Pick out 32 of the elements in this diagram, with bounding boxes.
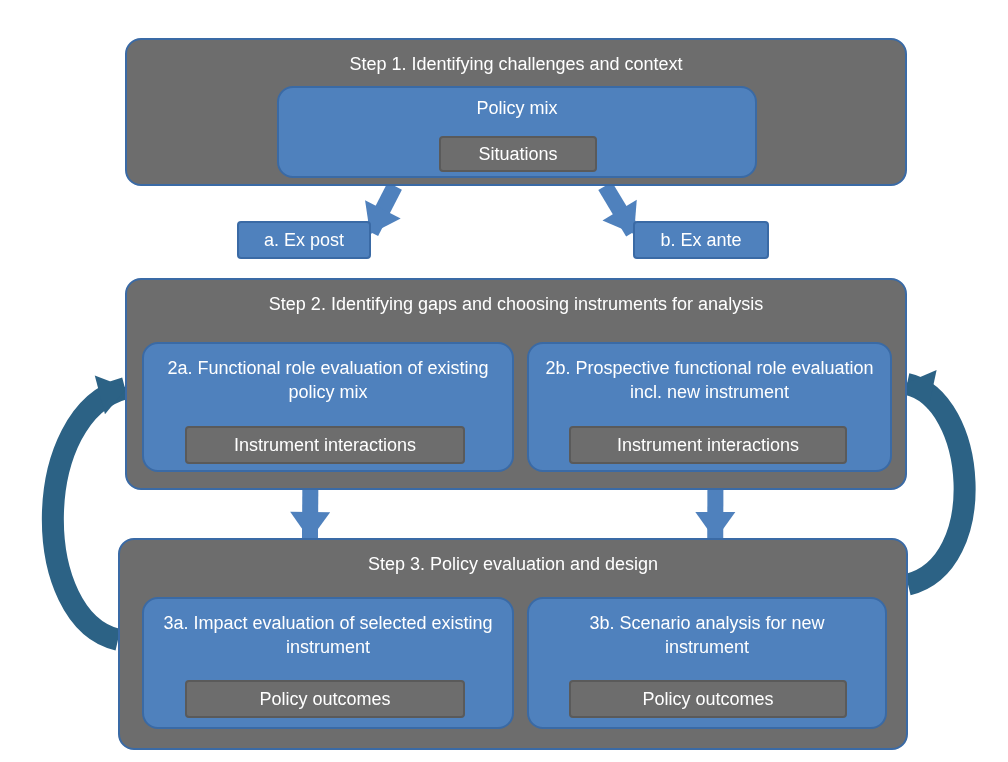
box-label: Situations xyxy=(477,143,559,166)
step-band xyxy=(118,538,908,750)
process-box xyxy=(142,342,514,472)
label-box xyxy=(185,426,465,464)
block-arrow xyxy=(695,489,736,540)
step-title: Step 2. Identifying gaps and choosing instruments for analysis xyxy=(267,293,765,316)
box-label: Policy outcomes xyxy=(258,688,392,711)
label-box xyxy=(569,426,847,464)
box-label: a. Ex post xyxy=(262,229,345,252)
group-box xyxy=(277,86,757,178)
step-band xyxy=(125,38,907,186)
block-arrow xyxy=(290,489,331,540)
step-band xyxy=(125,278,907,490)
label-box xyxy=(439,136,597,172)
label-box xyxy=(569,680,847,718)
box-label: Instrument interactions xyxy=(615,434,801,457)
process-box xyxy=(527,342,892,472)
box-label: Policy outcomes xyxy=(641,688,775,711)
box-label: Policy mix xyxy=(475,97,559,120)
process-box xyxy=(527,597,887,729)
process-box xyxy=(142,597,514,729)
box-label: b. Ex ante xyxy=(659,229,743,252)
box-label: 3a. Impact evaluation of selected existing instrument xyxy=(162,612,494,659)
label-box xyxy=(633,221,769,259)
box-label: 2b. Prospective functional role evaluation incl. new instrument xyxy=(544,357,875,404)
box-label: 3b. Scenario analysis for new instrument xyxy=(588,612,826,659)
box-label: 2a. Functional role evaluation of existing policy mix xyxy=(166,357,490,404)
step-title: Step 1. Identifying challenges and context xyxy=(348,53,684,76)
step-title: Step 3. Policy evaluation and design xyxy=(366,553,660,576)
label-box xyxy=(237,221,371,259)
box-label: Instrument interactions xyxy=(232,434,418,457)
label-box xyxy=(185,680,465,718)
